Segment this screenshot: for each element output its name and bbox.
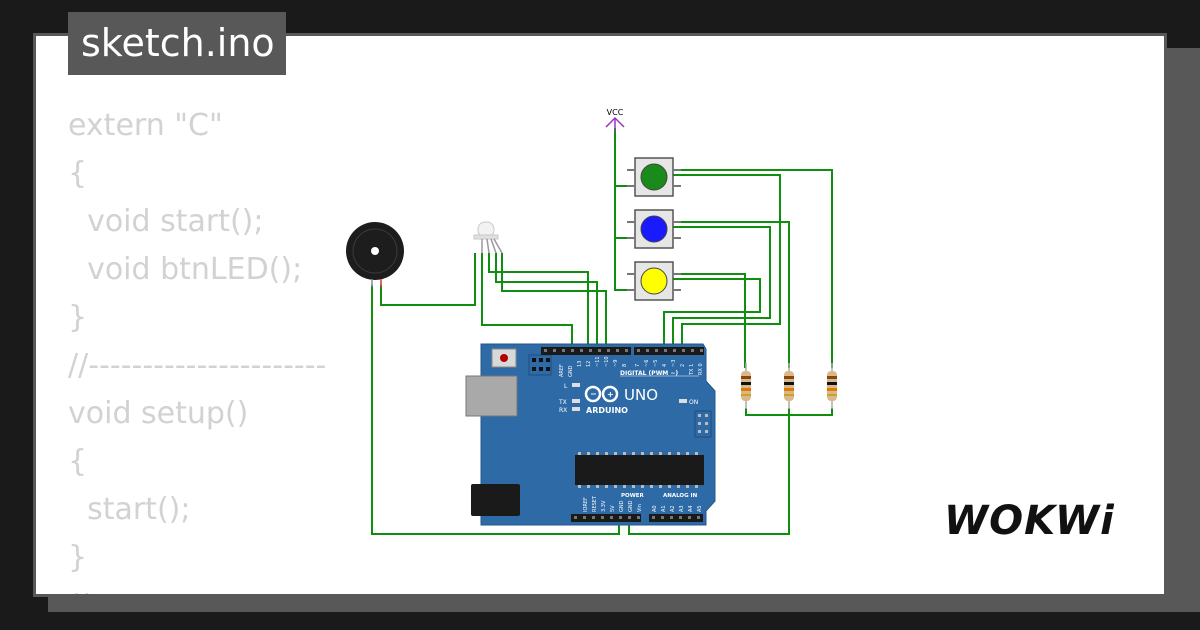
wire: [673, 273, 746, 368]
arduino-uno-board[interactable]: AREF GND 13 12 ~11 ~10 ~9 8 7 ~6 ~5 4 ~3…: [465, 343, 716, 526]
pin-label: Vin: [637, 504, 643, 512]
svg-text:−: −: [590, 390, 597, 399]
pin-label: 8: [622, 364, 628, 367]
pin-label: 7: [635, 364, 641, 367]
led-indicator: [572, 399, 580, 403]
digital-header-left: [541, 347, 631, 355]
power-jack: [471, 484, 520, 516]
code-line: {: [68, 444, 88, 479]
push-button-yellow[interactable]: [627, 261, 681, 301]
analog-header: [649, 514, 703, 522]
pin-label: 12: [586, 361, 592, 367]
pin-label: A1: [661, 505, 667, 512]
svg-text:+: +: [607, 390, 614, 399]
wire: [481, 253, 573, 350]
led-label: L: [564, 383, 568, 390]
code-line: void btnLED();: [68, 252, 303, 287]
wire: [488, 253, 589, 350]
led-label: ON: [689, 399, 698, 406]
pin-label: ~9: [613, 360, 619, 367]
buzzer[interactable]: [346, 222, 404, 287]
pin-label: RX 0: [698, 363, 704, 375]
push-button-green[interactable]: [627, 157, 681, 197]
pin-label: GND: [619, 500, 625, 512]
code-line: void setup(): [68, 396, 249, 431]
wire: [614, 128, 635, 187]
pin-label: A2: [670, 505, 676, 512]
pin-label: ~5: [653, 360, 659, 367]
code-line: }: [68, 540, 88, 575]
led-label: TX: [558, 399, 567, 406]
code-line: }: [68, 300, 88, 335]
code-line: void start();: [68, 204, 264, 239]
pin-label: 13: [577, 361, 583, 367]
digital-header-right: [634, 347, 704, 355]
power-label: POWER: [621, 493, 645, 499]
wire: [663, 278, 761, 350]
pin-label: RESET: [592, 495, 598, 512]
pin-label: A0: [652, 505, 658, 512]
code-preview: extern "C" { void start(); void btnLED()…: [68, 102, 327, 594]
arduino-infinity-logo: [584, 385, 619, 403]
pin-label: 4: [662, 364, 668, 367]
power-header: [571, 514, 641, 522]
wire: [673, 174, 781, 350]
pin-label: GND: [628, 500, 634, 512]
push-button-blue[interactable]: [627, 209, 681, 249]
resistor[interactable]: [827, 363, 837, 409]
code-line: extern "C": [68, 108, 223, 143]
led-indicator: [572, 407, 580, 411]
wokwi-logo-text: WOKWi: [944, 498, 1114, 542]
rgb-led[interactable]: [473, 221, 503, 254]
vcc-label: VCC: [607, 108, 624, 117]
arduino-brand: ARDUINO: [586, 406, 628, 415]
pin-label: 2: [680, 364, 686, 367]
vcc-symbol: VCC: [605, 108, 625, 131]
wire: [371, 285, 620, 535]
pin-label: 5V: [610, 505, 616, 512]
led-indicator: [679, 399, 687, 403]
wire: [673, 221, 790, 368]
digital-label: DIGITAL (PWM ~): [620, 370, 678, 377]
uno-model: UNO: [624, 386, 658, 404]
atmega-chip: [575, 455, 704, 485]
pin-label: A4: [688, 505, 694, 512]
wire: [614, 238, 635, 291]
code-line: start();: [68, 492, 191, 527]
pin-label: A5: [697, 505, 703, 512]
circuit-diagram: VCC: [346, 108, 837, 535]
pin-label: ~3: [671, 360, 677, 367]
pin-label: ~11: [595, 356, 601, 367]
wire: [495, 253, 598, 350]
code-line: {: [68, 156, 88, 191]
file-name-tab[interactable]: sketch.ino: [68, 12, 286, 75]
resistor[interactable]: [784, 363, 794, 409]
pin-label: A3: [679, 505, 685, 512]
project-card[interactable]: extern "C" { void start(); void btnLED()…: [33, 33, 1167, 597]
analog-label: ANALOG IN: [663, 493, 698, 499]
code-line: //: [68, 588, 88, 594]
led-indicator: [572, 383, 580, 387]
wire: [614, 186, 635, 239]
code-line: //----------------------: [68, 348, 327, 383]
pin-label: 3.3V: [601, 500, 607, 512]
wire: [672, 226, 771, 350]
pin-label: AREF: [559, 364, 565, 377]
usb-connector: [465, 375, 518, 417]
pin-label: IOREF: [583, 497, 589, 512]
wire: [628, 408, 790, 535]
pin-label: GND: [568, 365, 574, 377]
pin-label: ~10: [604, 356, 610, 367]
wire: [673, 169, 833, 368]
wire: [380, 253, 476, 306]
wire: [501, 253, 607, 350]
resistor[interactable]: [741, 363, 751, 409]
pin-label: ~6: [644, 360, 650, 367]
wokwi-logo[interactable]: WOKWi: [942, 494, 1114, 542]
pin-label: TX 1: [689, 364, 695, 376]
led-label: RX: [559, 407, 567, 414]
